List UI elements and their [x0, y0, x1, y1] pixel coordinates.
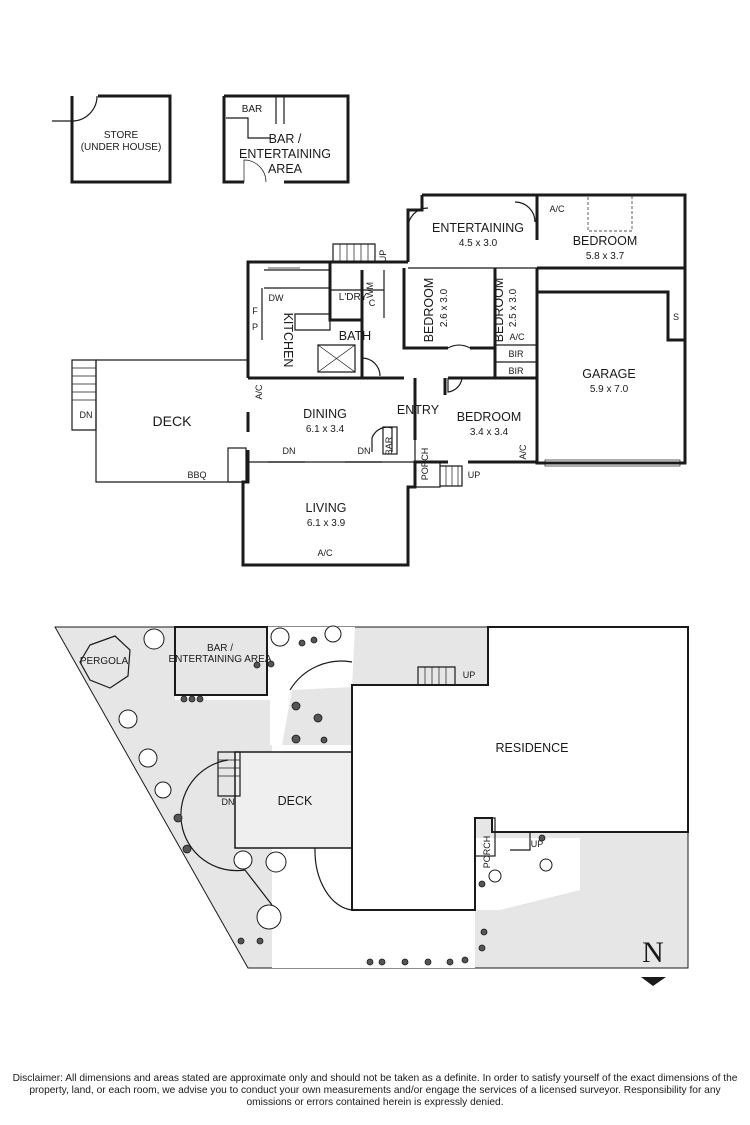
living-dim: 6.1 x 3.9	[307, 518, 346, 529]
shrubs	[173, 636, 546, 966]
store-sub-label: (UNDER HOUSE)	[81, 142, 162, 153]
s-tag: S	[673, 312, 679, 322]
bar-small-tag: BAR	[384, 436, 394, 455]
ac-tag-bedroom4: A/C	[518, 444, 528, 460]
north-arrow-icon: N	[641, 936, 666, 986]
entertaining-dim: 4.5 x 3.0	[459, 238, 498, 249]
bar-ent-label-2: ENTERTAINING	[239, 147, 331, 161]
p-tag: P	[252, 322, 258, 332]
store-room: STORE (UNDER HOUSE)	[52, 94, 172, 184]
entry-label: ENTRY	[397, 403, 440, 417]
f-tag: F	[252, 306, 258, 316]
dn-tag-1: DN	[283, 446, 296, 456]
dn-tag-2: DN	[358, 446, 371, 456]
bedroom-2-label: BEDROOM	[422, 278, 436, 343]
porch-label: PORCH	[420, 448, 430, 481]
bedroom-4-dim: 3.4 x 3.4	[470, 427, 509, 438]
ac-tag-bedroom3: A/C	[509, 332, 525, 342]
deck-dn-label: DN	[80, 410, 93, 420]
bedroom-3-dim: 2.5 x 3.0	[508, 288, 519, 327]
ac-tag-dining: A/C	[254, 384, 264, 400]
pergola-label: PERGOLA	[80, 656, 129, 667]
fixture-tags: A/C A/C A/C A/C A/C UP UP DN DN DW F P W…	[252, 204, 679, 558]
kitchen-label: KITCHEN	[281, 313, 295, 368]
bar-ent-label-1: BAR /	[269, 132, 302, 146]
bedroom-4-label: BEDROOM	[457, 410, 522, 424]
site-porch-label: PORCH	[482, 836, 492, 869]
bedroom-3-label: BEDROOM	[492, 278, 506, 343]
c-tag: C	[369, 298, 376, 308]
bath-label: BATH	[339, 329, 371, 343]
disclaimer-text: Disclaimer: All dimensions and areas sta…	[12, 1073, 738, 1108]
trees	[118, 625, 553, 930]
deck-label: DECK	[153, 413, 193, 429]
deck-area: DECK DN BBQ	[71, 359, 248, 483]
site-bar-label-2: ENTERTAINING AREA	[169, 654, 272, 665]
dining-dim: 6.1 x 3.4	[306, 424, 345, 435]
floor-plan: STORE (UNDER HOUSE) BAR BAR / ENTERTAINI…	[52, 94, 689, 986]
dw-tag: DW	[269, 293, 284, 303]
up-tag-porch: UP	[468, 470, 481, 480]
site-plan: PERGOLA BAR / ENTERTAINING AREA RESIDENC…	[54, 625, 689, 969]
bedroom-main-dim: 5.8 x 3.7	[586, 251, 625, 262]
ac-tag-living: A/C	[317, 548, 333, 558]
bar-ent-label-3: AREA	[268, 162, 303, 176]
bir-tag-1: BIR	[508, 349, 524, 359]
ldry-label: L'DRY	[339, 292, 368, 303]
bedroom-main-label: BEDROOM	[573, 234, 638, 248]
site-bar-label: BAR /	[207, 643, 233, 654]
bedroom-2-dim: 2.6 x 3.0	[439, 288, 450, 327]
garage-label: GARAGE	[582, 367, 636, 381]
store-label: STORE	[104, 130, 139, 141]
entertaining-label: ENTERTAINING	[432, 221, 524, 235]
site-up-label-2: UP	[531, 839, 544, 849]
wm-tag: WM	[365, 282, 375, 298]
room-labels: ENTERTAINING 4.5 x 3.0 BEDROOM 5.8 x 3.7…	[281, 221, 637, 529]
living-label: LIVING	[306, 501, 347, 515]
site-dn-label: DN	[222, 797, 235, 807]
dining-label: DINING	[303, 407, 347, 421]
north-label: N	[642, 936, 664, 969]
bir-tag-2: BIR	[508, 366, 524, 376]
residence-label: RESIDENCE	[496, 741, 569, 755]
site-deck-label: DECK	[278, 794, 313, 808]
bar-label: BAR	[242, 104, 263, 115]
garage-dim: 5.9 x 7.0	[590, 384, 629, 395]
bbq-label: BBQ	[187, 470, 206, 480]
ac-tag-bedroom: A/C	[549, 204, 565, 214]
bar-entertaining-room: BAR BAR / ENTERTAINING AREA	[222, 94, 350, 184]
up-tag-ldry: UP	[378, 250, 388, 263]
site-up-label: UP	[463, 670, 476, 680]
